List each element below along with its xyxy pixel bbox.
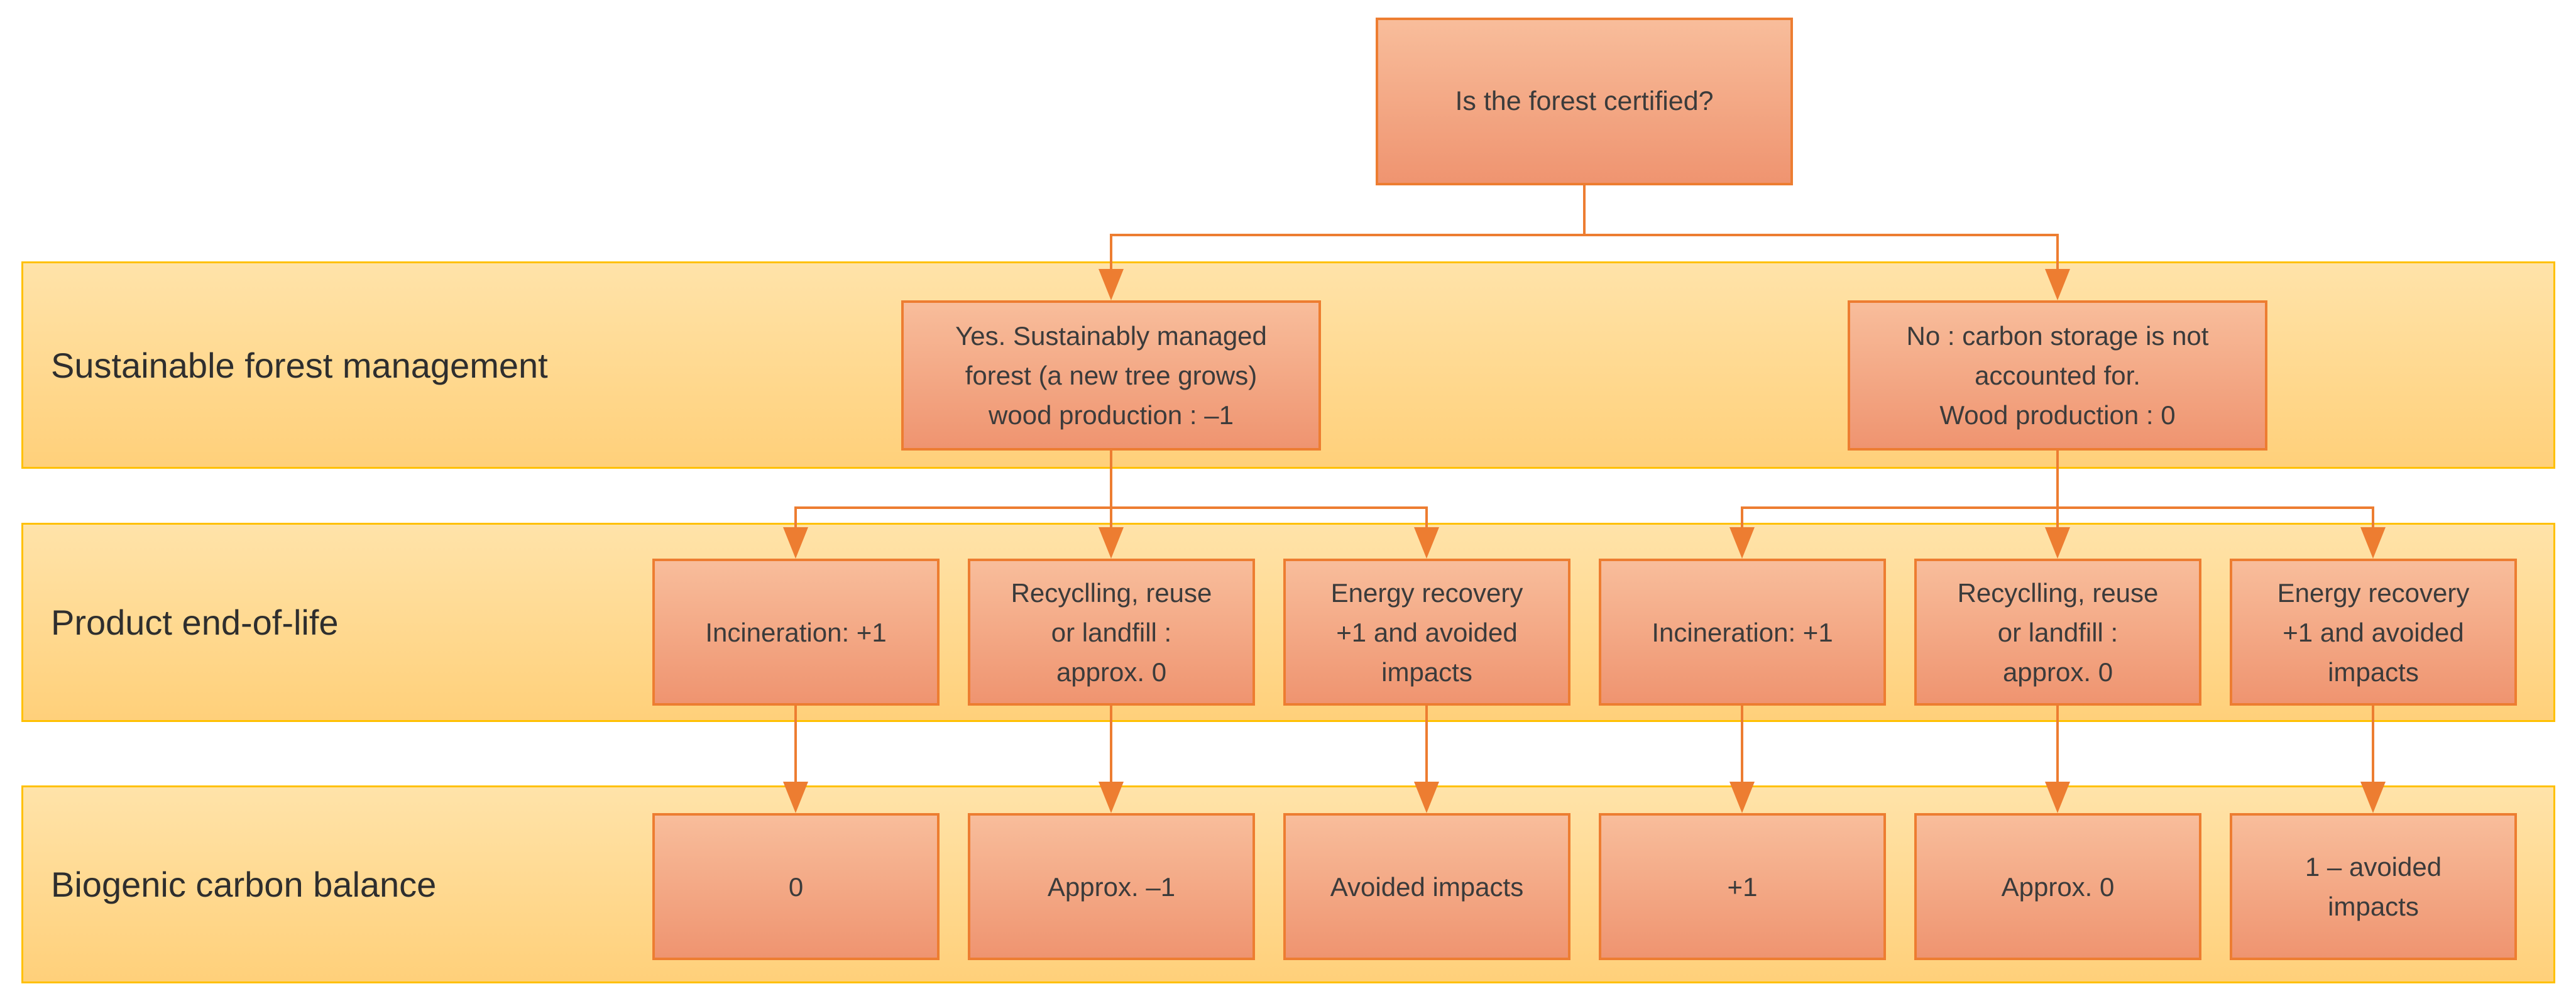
- node-eol-energy-recovery-yes-text: Energy recovery +1 and avoided impacts: [1330, 577, 1523, 687]
- node-eol-incineration-no: Incineration: +1: [1599, 559, 1886, 706]
- node-balance-approx-minus1-text: Approx. –1: [1047, 872, 1176, 902]
- node-root-question-text: Is the forest certified?: [1455, 86, 1714, 117]
- arrowhead-balance-2: [1099, 782, 1124, 813]
- node-eol-incineration-no-text: Incineration: +1: [1652, 617, 1833, 647]
- node-eol-energy-recovery-no: Energy recovery +1 and avoided impacts: [2230, 559, 2517, 706]
- arrowhead-balance-4: [1729, 782, 1755, 813]
- node-balance-approx-zero-text: Approx. 0: [2001, 872, 2115, 902]
- connector-yes-to-box1: [794, 506, 797, 532]
- arrowhead-balance-1: [783, 782, 808, 813]
- arrowhead-eol-3: [1414, 527, 1439, 559]
- arrowhead-to-yes: [1099, 269, 1124, 300]
- node-balance-approx-minus1: Approx. –1: [968, 813, 1255, 960]
- node-balance-zero: 0: [652, 813, 940, 960]
- node-forest-no-text: No : carbon storage is not accounted for…: [1906, 321, 2209, 430]
- connector-eol5-to-balance5: [2056, 706, 2059, 784]
- connector-eol3-to-balance3: [1425, 706, 1428, 784]
- node-balance-avoided-impacts: Avoided impacts: [1283, 813, 1570, 960]
- connector-eol1-to-balance1: [794, 706, 797, 784]
- node-balance-one-minus-avoided: 1 – avoided impacts: [2230, 813, 2517, 960]
- connector-no-to-box5: [2056, 506, 2059, 532]
- node-balance-plus1-text: +1: [1727, 872, 1758, 902]
- node-balance-avoided-impacts-text: Avoided impacts: [1330, 872, 1524, 902]
- connector-root-to-no: [2056, 234, 2059, 273]
- arrowhead-balance-6: [2360, 782, 2386, 813]
- node-forest-yes-text: Yes. Sustainably managed forest (a new t…: [955, 321, 1267, 430]
- arrowhead-eol-6: [2360, 527, 2386, 559]
- connector-yes-to-box3: [1425, 506, 1428, 532]
- node-eol-energy-recovery-no-text: Energy recovery +1 and avoided impacts: [2277, 577, 2470, 687]
- connector-eol6-to-balance6: [2372, 706, 2374, 784]
- connector-eol4-to-balance4: [1741, 706, 1743, 784]
- arrowhead-eol-5: [2045, 527, 2070, 559]
- arrowhead-balance-5: [2045, 782, 2070, 813]
- arrowhead-eol-4: [1729, 527, 1755, 559]
- node-root-question: Is the forest certified?: [1376, 18, 1793, 185]
- arrowhead-eol-1: [783, 527, 808, 559]
- node-balance-zero-text: 0: [788, 872, 804, 902]
- node-eol-incineration-yes-text: Incineration: +1: [705, 617, 887, 647]
- node-forest-no: No : carbon storage is not accounted for…: [1848, 300, 2267, 451]
- connector-root-trunk: [1583, 185, 1586, 235]
- connector-no-to-box4: [1741, 506, 1743, 532]
- band-label-biogenic-carbon-balance: Biogenic carbon balance: [51, 865, 437, 904]
- connector-root-branch-bar: [1110, 234, 2059, 236]
- node-balance-approx-zero: Approx. 0: [1914, 813, 2201, 960]
- node-eol-recycling-yes: Recyclling, reuse or landfill : approx. …: [968, 559, 1255, 706]
- node-balance-plus1: +1: [1599, 813, 1886, 960]
- connector-eol2-to-balance2: [1110, 706, 1112, 784]
- connector-root-to-yes: [1110, 234, 1112, 273]
- node-eol-energy-recovery-yes: Energy recovery +1 and avoided impacts: [1283, 559, 1570, 706]
- arrowhead-to-no: [2045, 269, 2070, 300]
- arrowhead-eol-2: [1099, 527, 1124, 559]
- node-eol-recycling-no: Recyclling, reuse or landfill : approx. …: [1914, 559, 2201, 706]
- band-label-sustainable-forest-management: Sustainable forest management: [51, 345, 548, 385]
- connector-yes-to-box2: [1110, 506, 1112, 532]
- node-eol-recycling-yes-text: Recyclling, reuse or landfill : approx. …: [1011, 577, 1212, 687]
- connector-no-trunk: [2056, 451, 2059, 509]
- band-label-product-end-of-life: Product end-of-life: [51, 603, 339, 642]
- node-eol-incineration-yes: Incineration: +1: [652, 559, 940, 706]
- node-balance-one-minus-avoided-text: 1 – avoided impacts: [2305, 852, 2442, 921]
- connector-no-to-box6: [2372, 506, 2374, 532]
- node-forest-yes: Yes. Sustainably managed forest (a new t…: [901, 300, 1321, 451]
- node-eol-recycling-no-text: Recyclling, reuse or landfill : approx. …: [1957, 577, 2159, 687]
- connector-yes-trunk: [1110, 451, 1112, 509]
- arrowhead-balance-3: [1414, 782, 1439, 813]
